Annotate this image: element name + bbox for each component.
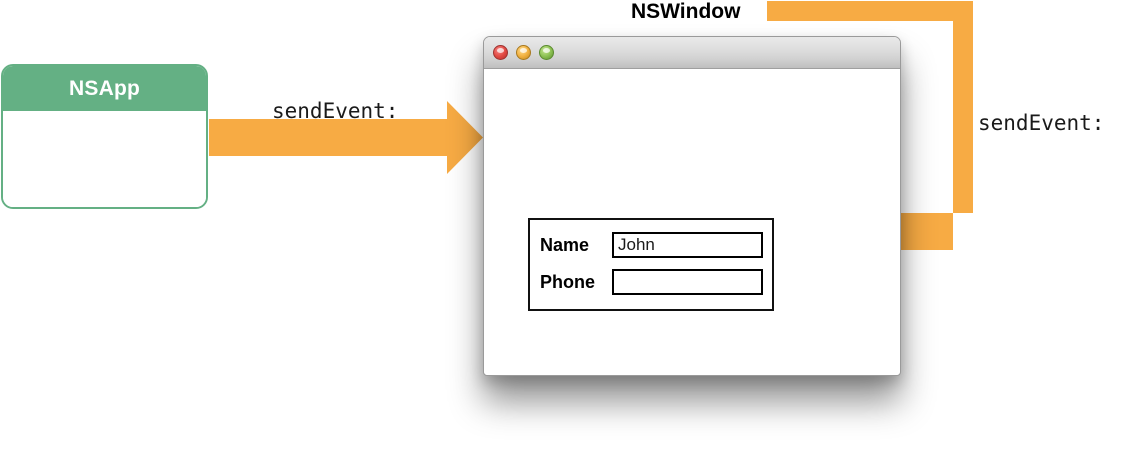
- form-row-phone: Phone: [540, 265, 772, 299]
- form-panel: Name John Phone: [528, 218, 774, 311]
- window-content: Name John Phone: [484, 69, 900, 375]
- minimize-button[interactable]: [516, 45, 531, 60]
- name-input[interactable]: John: [612, 232, 763, 258]
- form-row-name: Name John: [540, 228, 772, 262]
- phone-label: Phone: [540, 271, 596, 292]
- nsapp-box: NSApp: [1, 64, 208, 209]
- window-titlebar[interactable]: [484, 37, 900, 69]
- traffic-lights: [493, 45, 554, 60]
- nsapp-body: [3, 111, 206, 207]
- nsapp-title: NSApp: [3, 66, 206, 111]
- mac-window: Name John Phone: [483, 36, 901, 376]
- close-button[interactable]: [493, 45, 508, 60]
- name-label: Name: [540, 234, 590, 255]
- zoom-button[interactable]: [539, 45, 554, 60]
- sendevent-label-right: sendEvent:: [978, 111, 1105, 135]
- phone-input[interactable]: [612, 269, 763, 295]
- nswindow-label: NSWindow: [631, 0, 741, 23]
- sendevent-label-left: sendEvent:: [272, 99, 399, 123]
